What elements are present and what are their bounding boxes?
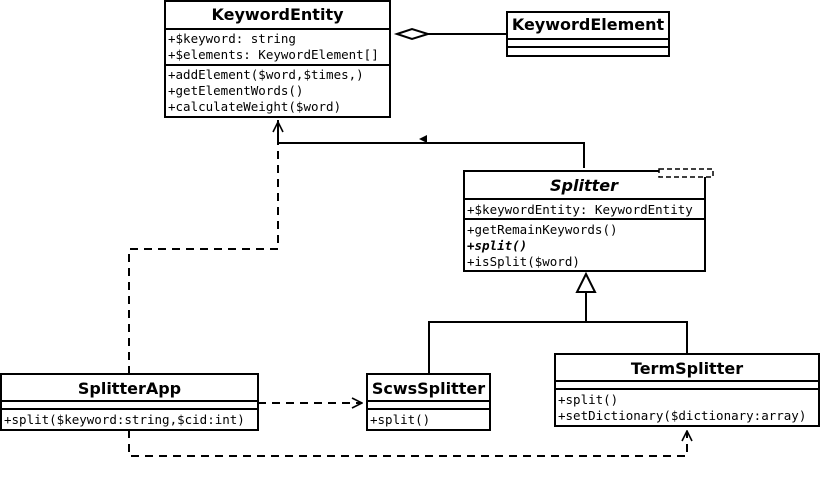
class-keyword-entity[interactable]: KeywordEntity +$keyword: string +$elemen… bbox=[164, 0, 391, 118]
class-splitter[interactable]: Splitter +$keywordEntity: KeywordEntity … bbox=[463, 168, 714, 272]
operation: +split($keyword:string,$cid:int) bbox=[4, 412, 245, 427]
operation: +isSplit($word) bbox=[467, 254, 580, 269]
class-name: TermSplitter bbox=[631, 359, 743, 378]
dependency-app-entity bbox=[128, 122, 278, 374]
dependency-app-term bbox=[128, 430, 687, 457]
aggregation-entity-element bbox=[393, 27, 507, 41]
operation: +addElement($word,$times,) bbox=[168, 67, 364, 82]
attribute: +$keywordEntity: KeywordEntity bbox=[467, 202, 693, 217]
class-name: ScwsSplitter bbox=[372, 379, 485, 398]
class-keyword-element[interactable]: KeywordElement bbox=[506, 11, 670, 57]
navigability-arrowhead bbox=[419, 135, 427, 143]
template-parameter-box bbox=[658, 168, 714, 178]
operation: +split() bbox=[370, 412, 430, 427]
class-name: KeywordEntity bbox=[211, 5, 344, 24]
aggregation-diamond bbox=[393, 27, 432, 41]
class-name: SplitterApp bbox=[78, 379, 181, 398]
operation-abstract: +split() bbox=[467, 238, 527, 253]
inheritance-triangle bbox=[575, 271, 597, 293]
class-splitter-app[interactable]: SplitterApp +split($keyword:string,$cid:… bbox=[0, 373, 259, 431]
attribute: +$keyword: string bbox=[168, 31, 296, 46]
generalization-to-splitter bbox=[428, 271, 688, 374]
class-name: Splitter bbox=[550, 176, 619, 195]
operation: +setDictionary($dictionary:array) bbox=[558, 408, 806, 423]
operation: +calculateWeight($word) bbox=[168, 99, 341, 114]
class-scws-splitter[interactable]: ScwsSplitter +split() bbox=[366, 373, 491, 431]
class-term-splitter[interactable]: TermSplitter +split() +setDictionary($di… bbox=[554, 353, 820, 427]
association-splitter-entity bbox=[277, 120, 585, 168]
attribute: +$elements: KeywordElement[] bbox=[168, 47, 379, 62]
class-name: KeywordElement bbox=[512, 15, 665, 34]
operation: +getElementWords() bbox=[168, 83, 303, 98]
operation: +getRemainKeywords() bbox=[467, 222, 618, 237]
operation: +split() bbox=[558, 392, 618, 407]
